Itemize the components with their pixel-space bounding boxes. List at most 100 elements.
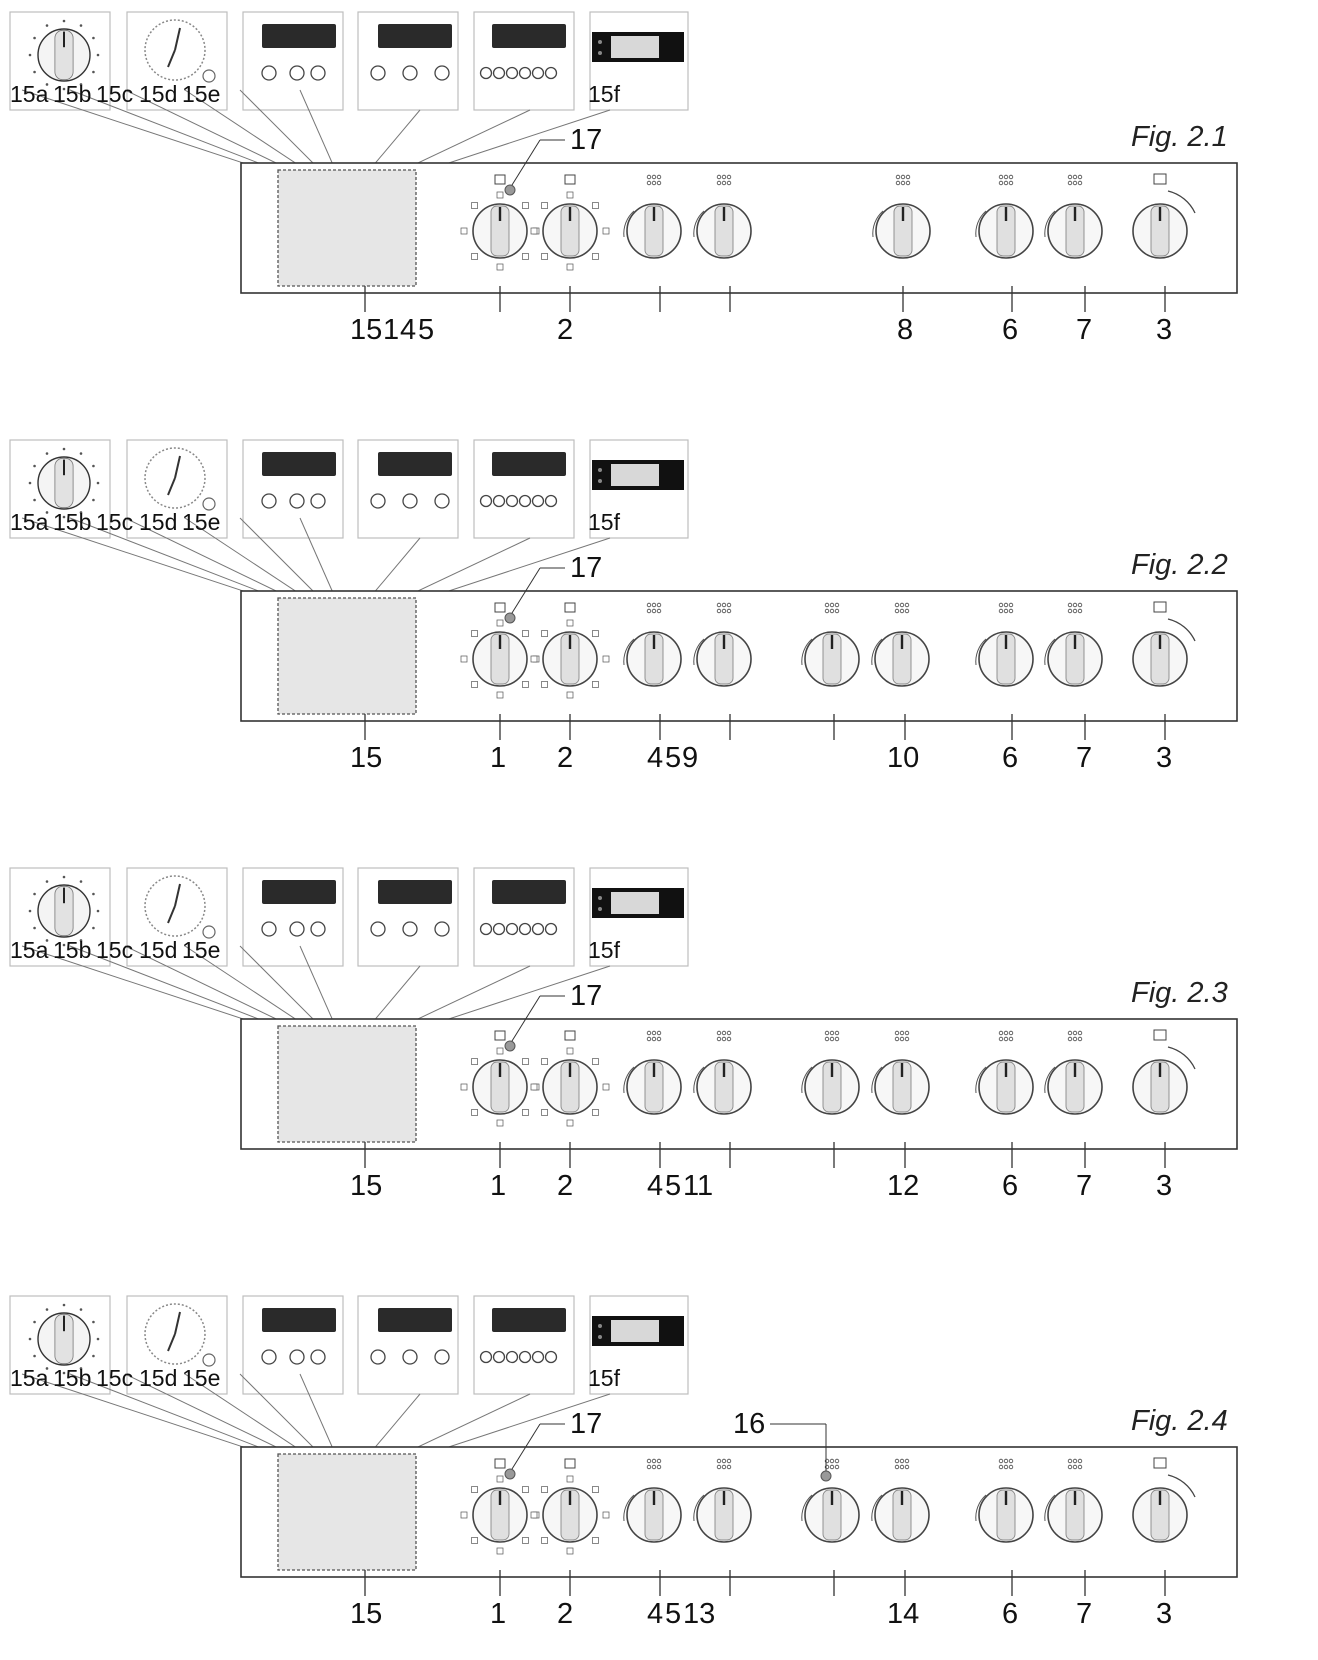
knob-scale-mark — [566, 1547, 574, 1555]
timer-scale-mark — [33, 1354, 36, 1358]
timer-button — [434, 921, 450, 937]
timer-option-label: 15b — [53, 937, 92, 963]
digital-clock-display — [262, 1308, 336, 1332]
mode-symbol — [1153, 1457, 1167, 1469]
hob-zone-indicator — [998, 1030, 1014, 1042]
control-number-label: 1 — [383, 314, 400, 346]
timer-button — [370, 65, 386, 81]
rotation-arc — [623, 638, 635, 666]
timer-scale-mark — [92, 36, 95, 40]
minute-timer-knob — [37, 1312, 91, 1366]
hob-dot — [651, 608, 657, 614]
knob-grip — [560, 205, 580, 257]
indicator-light — [504, 184, 516, 196]
control-number-label: 3 — [1156, 742, 1173, 774]
timer-option-label: 15a — [10, 509, 49, 535]
knob-scale-mark — [471, 253, 478, 260]
figure-panel-4 — [9, 1295, 1238, 1596]
callout-line — [511, 995, 541, 1042]
hob-dot — [905, 180, 911, 186]
timer-option-label: 15b — [53, 81, 92, 107]
hob-dot — [1077, 1458, 1083, 1464]
timer-button — [289, 921, 305, 937]
hob-dot — [1008, 174, 1014, 180]
control-knob — [460, 602, 540, 699]
timer-button — [310, 65, 326, 81]
knob-scale-mark — [541, 1486, 548, 1493]
hob-dot — [1008, 602, 1014, 608]
timer-option-label: 15f — [588, 81, 620, 107]
hob-dot — [899, 608, 905, 614]
knob-scale-mark — [566, 263, 574, 271]
hob-dot — [651, 602, 657, 608]
hob-dot — [716, 1036, 722, 1042]
control-knob — [693, 203, 752, 259]
lcd-icon — [598, 51, 602, 55]
rotation-arc — [1167, 618, 1196, 642]
knob-grip — [822, 1061, 842, 1113]
timer-scale-mark — [62, 875, 66, 879]
hob-dot — [834, 1464, 840, 1470]
mode-symbol — [564, 1458, 576, 1469]
hob-dot — [905, 174, 911, 180]
hob-dot — [998, 174, 1004, 180]
figure-panel-2 — [9, 439, 1238, 740]
digital-clock-display — [378, 880, 452, 904]
knob-grip — [644, 205, 664, 257]
control-knob — [530, 602, 610, 699]
rotation-arc — [871, 1494, 883, 1522]
hob-dot — [829, 608, 835, 614]
hob-dot — [726, 174, 732, 180]
control-number-label: 4 — [647, 1170, 664, 1202]
control-knob — [460, 1030, 540, 1127]
timer-button — [479, 922, 493, 936]
timer-scale-mark — [33, 464, 36, 468]
control-knob — [623, 631, 682, 687]
control-knob — [460, 1458, 540, 1555]
control-knob — [530, 1458, 610, 1555]
digital-clock-display — [378, 1308, 452, 1332]
mode-symbol — [1153, 601, 1167, 613]
hob-dot — [716, 1464, 722, 1470]
hob-dot — [1072, 608, 1078, 614]
indicator-light-callout: 17 — [570, 980, 603, 1012]
control-number-label: 9 — [682, 742, 699, 774]
knob-grip — [490, 1489, 510, 1541]
timer-scale-mark — [45, 1367, 49, 1370]
hob-dot — [899, 1464, 905, 1470]
control-knob — [623, 203, 682, 259]
control-knob — [975, 1487, 1034, 1543]
control-number-label: 6 — [1002, 742, 1019, 774]
hob-dot — [1003, 602, 1009, 608]
digital-clock-display — [492, 880, 566, 904]
timer-scale-mark — [62, 1303, 66, 1307]
hob-dot — [716, 602, 722, 608]
knob-grip — [996, 633, 1016, 685]
rotation-arc — [1044, 1066, 1056, 1094]
timer-button — [505, 922, 519, 936]
knob-scale-mark — [530, 1511, 538, 1519]
timer-button — [310, 921, 326, 937]
hob-dot — [721, 174, 727, 180]
hob-dot — [726, 608, 732, 614]
knob-grip — [560, 1489, 580, 1541]
digital-clock-display — [492, 1308, 566, 1332]
control-number-label: 2 — [557, 1170, 574, 1202]
knob-scale-mark — [530, 1083, 538, 1091]
knob-grip — [892, 1489, 912, 1541]
timer-option-label: 15e — [182, 81, 221, 107]
knob-grip — [1150, 1489, 1170, 1541]
hob-dot — [721, 1036, 727, 1042]
hob-dot — [1067, 174, 1073, 180]
control-knob — [693, 631, 752, 687]
callout-line — [511, 567, 541, 614]
hob-dot — [1067, 180, 1073, 186]
knob-grip — [1065, 1061, 1085, 1113]
hob-dot — [716, 1030, 722, 1036]
hob-dot — [834, 1030, 840, 1036]
control-number-label: 1 — [490, 1170, 507, 1202]
mode-symbol — [494, 174, 506, 185]
control-knob — [975, 631, 1034, 687]
hob-dot — [726, 180, 732, 186]
knob-scale-mark — [602, 655, 610, 663]
